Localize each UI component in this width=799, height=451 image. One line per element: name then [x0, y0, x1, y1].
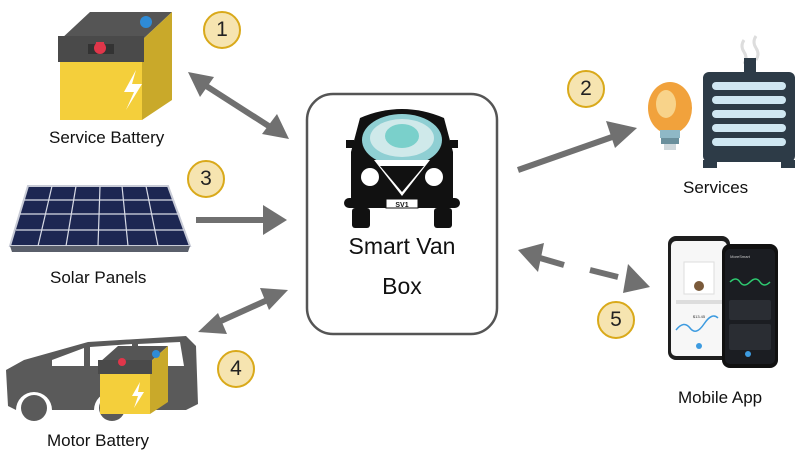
smart-van-box-title-line2: Box: [382, 273, 422, 299]
services-label: Services: [683, 178, 749, 197]
solar-panel-icon: [8, 185, 192, 252]
mobile-app-label: Mobile App: [678, 388, 763, 407]
arrow-to-services: [517, 121, 637, 173]
services-icon: [648, 35, 795, 168]
step-badge-3: 3: [187, 160, 225, 198]
arrow-motor-battery-link: [198, 288, 288, 334]
solar-panels-label: Solar Panels: [50, 268, 147, 287]
app-dark-header: MoreSmart: [730, 254, 751, 259]
motor-battery-van-icon: [6, 336, 198, 421]
motor-battery-label: Motor Battery: [47, 431, 150, 450]
van-plate-text: SV1: [395, 202, 408, 209]
app-light-value: $13.45: [693, 314, 706, 319]
service-battery-icon: [58, 12, 172, 120]
smart-van-box-title-line1: Smart Van: [348, 233, 456, 259]
arrow-mobile-app-link: [518, 243, 650, 293]
step-badge-5: 5: [597, 301, 635, 339]
service-battery-label: Service Battery: [49, 128, 165, 147]
arrow-service-battery-link: [188, 72, 289, 139]
van-logo-icon: [344, 109, 460, 228]
step-badge-4: 4: [217, 350, 255, 388]
step-badge-2: 2: [567, 70, 605, 108]
mobile-app-icon: [668, 236, 778, 368]
arrow-solar-to-box: [196, 205, 287, 235]
step-badge-1: 1: [203, 11, 241, 49]
